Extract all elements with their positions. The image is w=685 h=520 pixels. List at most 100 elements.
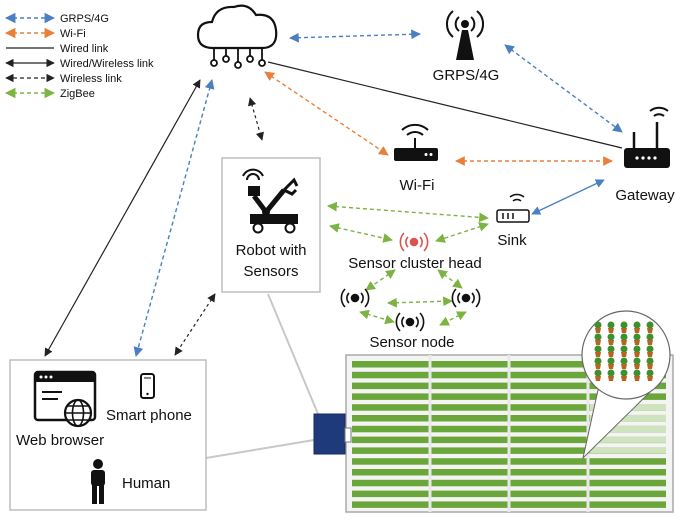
plant-pot-icon	[594, 369, 602, 381]
sink-icon	[496, 193, 530, 223]
smartphone-label: Smart phone	[106, 407, 192, 424]
link-node-left-bottom	[359, 309, 395, 325]
sink-label: Sink	[497, 232, 527, 249]
plant-pots	[594, 321, 654, 381]
sink-node: Sink	[496, 193, 530, 249]
wifi-label: Wi-Fi	[400, 177, 435, 194]
field-row-highlight	[590, 436, 666, 443]
tower-label: GRPS/4G	[433, 67, 500, 84]
link-tower-gateway	[504, 44, 623, 133]
plant-pot-icon	[607, 357, 615, 369]
plant-pot-icon	[607, 321, 615, 333]
sensor-node-left	[340, 288, 370, 308]
links	[44, 29, 623, 459]
sensor-icon	[340, 288, 370, 308]
legend-label-wired: Wired link	[60, 43, 109, 55]
human-icon	[91, 459, 105, 504]
plant-pot-icon	[594, 321, 602, 333]
link-cloud-robot	[248, 97, 264, 141]
cluster-head-node: Sensor cluster head	[348, 232, 482, 272]
link-robot-controller	[267, 293, 319, 415]
legend-label-zigbee: ZigBee	[60, 88, 95, 100]
link-gateway-sink	[531, 179, 605, 215]
plant-pot-icon	[633, 369, 641, 381]
legend-item-wired-wireless: Wired/Wireless link	[5, 58, 154, 70]
sensor-icon	[395, 312, 425, 332]
cell-tower-icon	[446, 10, 484, 60]
cluster-head-label: Sensor cluster head	[348, 255, 481, 272]
field-row-highlight	[590, 447, 666, 454]
plant-pot-icon	[633, 333, 641, 345]
plant-pot-icon	[646, 345, 654, 357]
plant-pot-icon	[620, 357, 628, 369]
plant-pot-icon	[620, 321, 628, 333]
plant-pot-icon	[646, 369, 654, 381]
gateway-router-icon	[624, 106, 670, 168]
user-panel: Web browser Smart phone Human	[9, 359, 207, 511]
legend-label-gprs: GRPS/4G	[60, 13, 109, 25]
robot-label-line2: Sensors	[243, 263, 298, 280]
link-cluster-node-left	[365, 269, 396, 291]
legend-item-wired: Wired link	[6, 43, 109, 55]
link-panel-controller	[205, 439, 315, 459]
controller-box	[313, 413, 352, 455]
sensor-node-label: Sensor node	[369, 334, 454, 351]
link-cloud-wifi	[264, 71, 389, 156]
plant-zoom-callout	[581, 310, 671, 460]
field-row-highlight	[590, 414, 666, 422]
link-cloud-smartphone	[133, 79, 215, 357]
link-robot-human-panel	[174, 293, 216, 356]
link-cluster-node-right	[437, 269, 463, 289]
plant-pot-icon	[607, 345, 615, 357]
sensor-node-right	[451, 288, 481, 308]
plant-pot-icon	[620, 369, 628, 381]
plant-pot-icon	[594, 345, 602, 357]
plant-pot-icon	[607, 333, 615, 345]
gateway-label: Gateway	[615, 187, 675, 204]
gateway-node: Gateway	[615, 106, 675, 204]
browser-label: Web browser	[16, 432, 104, 449]
sensor-icon	[399, 232, 429, 252]
plant-pot-icon	[633, 321, 641, 333]
plant-pot-icon	[633, 357, 641, 369]
link-sink-cluster	[435, 222, 489, 243]
plant-pot-icon	[620, 345, 628, 357]
robot-node: Robot with Sensors	[221, 157, 321, 293]
sensor-icon	[451, 288, 481, 308]
plant-pot-icon	[646, 321, 654, 333]
cloud-icon	[196, 4, 278, 69]
wifi-node: Wi-Fi	[394, 123, 438, 194]
plant-pot-icon	[607, 369, 615, 381]
link-cloud-tower	[289, 29, 421, 43]
plant-pot-icon	[646, 333, 654, 345]
plant-pot-icon	[594, 357, 602, 369]
link-node-left-right	[387, 296, 453, 308]
globe-icon	[63, 398, 93, 428]
link-node-right-bottom	[439, 311, 467, 326]
legend-label-wifi: Wi-Fi	[60, 28, 86, 40]
link-robot-sink	[327, 201, 489, 223]
legend-item-gprs: GRPS/4G	[4, 12, 109, 25]
greenhouse	[313, 310, 674, 513]
link-cloud-browser	[44, 79, 201, 357]
plant-pot-icon	[594, 333, 602, 345]
plant-pot-icon	[633, 345, 641, 357]
tower-node: GRPS/4G	[433, 10, 500, 84]
smartphone-icon	[140, 373, 155, 399]
wifi-router-icon	[394, 123, 438, 161]
legend-item-wifi: Wi-Fi	[4, 27, 86, 40]
plant-pot-icon	[620, 333, 628, 345]
robot-arm-icon	[242, 168, 299, 234]
field-row-highlight	[590, 425, 666, 433]
legend-label-wireless: Wireless link	[60, 73, 122, 85]
cloud-node	[196, 4, 278, 69]
legend-item-wireless: Wireless link	[5, 73, 122, 85]
sensor-node-bottom: Sensor node	[369, 312, 455, 351]
human-label: Human	[122, 475, 170, 492]
legend-item-zigbee: ZigBee	[4, 87, 95, 100]
link-robot-cluster	[329, 223, 393, 243]
legend: GRPS/4G Wi-Fi Wired link Wired/Wireless …	[4, 12, 154, 100]
plant-pot-icon	[646, 357, 654, 369]
legend-label-wired-wireless: Wired/Wireless link	[60, 58, 154, 70]
